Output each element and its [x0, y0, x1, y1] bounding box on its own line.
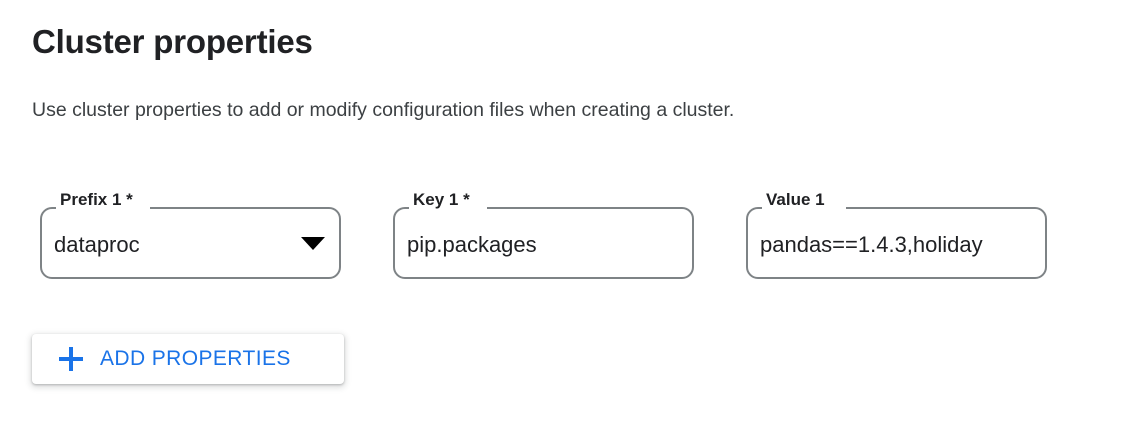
- chevron-down-icon[interactable]: [301, 237, 325, 250]
- prefix-field-value[interactable]: dataproc: [54, 232, 140, 257]
- plus-icon: [58, 346, 84, 372]
- add-properties-button[interactable]: ADD PROPERTIES: [32, 334, 344, 384]
- page-title: Cluster properties: [32, 23, 313, 60]
- key-field-label: Key 1 *: [413, 190, 470, 209]
- key-field-value[interactable]: pip.packages: [407, 232, 537, 257]
- value-field[interactable]: Value 1 pandas==1.4.3,holiday: [738, 190, 1055, 287]
- value-field-value[interactable]: pandas==1.4.3,holiday: [760, 232, 983, 257]
- section-description: Use cluster properties to add or modify …: [32, 99, 735, 121]
- key-field[interactable]: Key 1 * pip.packages: [385, 190, 702, 287]
- prefix-field-label: Prefix 1 *: [60, 190, 133, 209]
- prefix-field[interactable]: Prefix 1 * dataproc: [32, 190, 349, 287]
- add-properties-button-label: ADD PROPERTIES: [100, 347, 291, 370]
- value-field-label: Value 1: [766, 190, 825, 209]
- property-row-1: Prefix 1 * dataproc Key 1 * pip.packages…: [32, 190, 1090, 289]
